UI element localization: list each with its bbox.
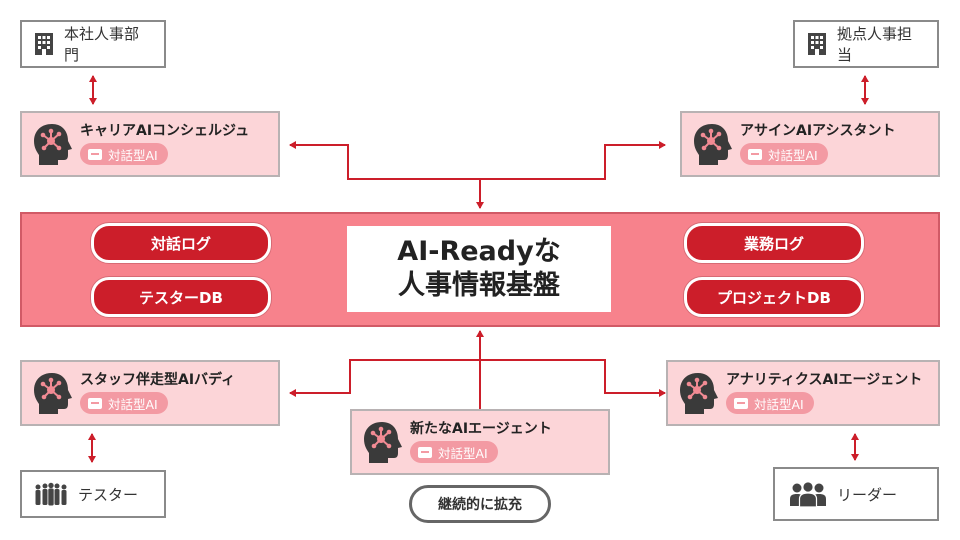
new-ai-card: 新たなAIエージェント 対話型AI [350,409,610,475]
assign-ai-chip: 対話型AI [740,143,828,165]
continue-label: 継続的に拡充 [438,497,522,513]
chip-label: 対話型AI [754,396,804,412]
hq-hr-label: 本社人事部門 [64,25,140,64]
analytics-ai-card: アナリティクスAIエージェント 対話型AI [666,360,940,426]
continue-expand-button[interactable]: 継続的に拡充 [409,485,551,523]
chip-label: 対話型AI [438,445,488,461]
analytics-ai-title: アナリティクスAIエージェント [726,372,923,388]
branch-hr-label: 拠点人事担当 [837,25,913,64]
building-icon [35,33,53,55]
tester-box: テスター [20,470,166,518]
staff-ai-chip: 対話型AI [80,392,168,414]
career-ai-title: キャリアAIコンシェルジュ [80,123,250,139]
new-ai-chip: 対話型AI [410,441,498,463]
ai-head-icon [364,422,402,463]
chat-bubble-icon [748,148,762,160]
ai-head-icon [34,124,72,165]
career-ai-card: キャリアAIコンシェルジュ 対話型AI [20,111,280,177]
building-icon [808,33,826,55]
leaders-icon [790,481,826,507]
staff-ai-card: スタッフ伴走型AIバディ 対話型AI [20,360,280,426]
branch-hr-box: 拠点人事担当 [793,20,939,68]
tester-db-label: テスターDB [139,288,223,307]
ai-head-icon [694,124,732,165]
leader-label: リーダー [837,485,898,504]
assign-ai-title: アサインAIアシスタント [740,123,896,139]
ai-head-icon [680,373,718,414]
chat-bubble-icon [418,446,432,458]
work-log-label: 業務ログ [743,234,804,253]
chat-bubble-icon [88,148,102,160]
project-db-label: プロジェクトDB [717,288,831,307]
platform-title-box: AI-Readyな 人事情報基盤 [347,226,611,312]
tester-db-pill: テスターDB [91,277,271,317]
dialog-log-pill: 対話ログ [91,223,271,263]
analytics-ai-chip: 対話型AI [726,392,814,414]
assign-ai-card: アサインAIアシスタント 対話型AI [680,111,940,177]
chat-bubble-icon [734,397,748,409]
project-db-pill: プロジェクトDB [684,277,864,317]
staff-ai-title: スタッフ伴走型AIバディ [80,372,236,388]
chip-label: 対話型AI [108,396,158,412]
career-ai-chip: 対話型AI [80,143,168,165]
chip-label: 対話型AI [768,147,818,163]
hq-hr-box: 本社人事部門 [20,20,166,68]
work-log-pill: 業務ログ [684,223,864,263]
platform-title-line1: AI-Readyな [397,236,561,267]
dialog-log-label: 対話ログ [150,234,211,253]
tester-label: テスター [78,485,139,504]
leader-box: リーダー [773,467,939,521]
platform-title-line2: 人事情報基盤 [398,270,560,301]
new-ai-title: 新たなAIエージェント [410,421,552,437]
chip-label: 対話型AI [108,147,158,163]
people-group-icon [35,482,67,506]
ai-head-icon [34,373,72,414]
chat-bubble-icon [88,397,102,409]
